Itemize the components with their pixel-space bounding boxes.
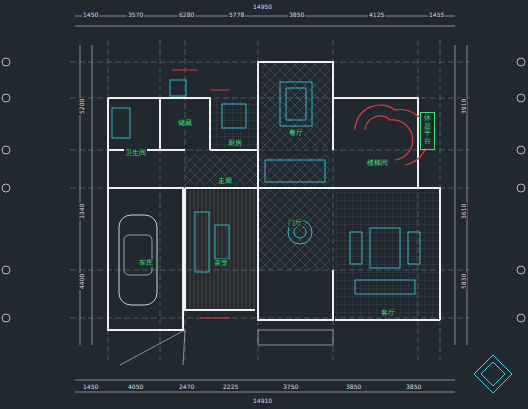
dimension-text: 3850 xyxy=(345,383,362,390)
room-label: 厨房 xyxy=(212,130,258,149)
dimension-text: 6280 xyxy=(178,11,195,18)
room-name: 客厅 xyxy=(380,309,396,317)
room-name: 卫生间 xyxy=(124,149,147,157)
room-label: 走廊 xyxy=(190,168,260,187)
room-label: 休息平台 xyxy=(420,112,435,150)
room-name: 储藏 xyxy=(177,119,193,127)
dimension-text: 3610 xyxy=(460,203,467,220)
room-name: 车库 xyxy=(138,259,154,267)
dimension-text: 3340 xyxy=(78,203,85,220)
room-name: 门厅 xyxy=(287,219,303,227)
room-label: 卫生间 xyxy=(110,140,160,159)
room-label: 客厅 xyxy=(338,300,438,319)
dimension-text: 3910 xyxy=(460,98,467,115)
dimension-text: 3850 xyxy=(405,383,422,390)
dimension-text: 2225 xyxy=(222,383,239,390)
dimension-text: 4050 xyxy=(127,383,144,390)
room-label: 车库 xyxy=(110,250,182,269)
dimension-text: 14910 xyxy=(252,397,273,404)
room-name: 餐厅 xyxy=(288,129,304,137)
dimension-text: 1455 xyxy=(428,11,445,18)
dimension-text: 4125 xyxy=(368,11,385,18)
room-label: 楼梯间 xyxy=(340,150,415,169)
dimension-text: 14950 xyxy=(252,3,273,10)
room-label: 餐厅 xyxy=(262,120,330,139)
room-name: 厨房 xyxy=(227,139,243,147)
dimension-text: 3750 xyxy=(282,383,299,390)
dimension-text: 3850 xyxy=(288,11,305,18)
dimension-text: 5830 xyxy=(460,273,467,290)
dimension-text: 2470 xyxy=(178,383,195,390)
room-label: 储藏 xyxy=(162,110,208,129)
dimension-text: 4400 xyxy=(78,273,85,290)
room-label: 茶室 xyxy=(188,250,254,269)
dimension-text: 1450 xyxy=(82,11,99,18)
room-name: 茶室 xyxy=(213,259,229,267)
room-label: 门厅 xyxy=(262,210,328,229)
room-name: 休息平台 xyxy=(424,115,431,146)
room-name: 楼梯间 xyxy=(366,159,389,167)
dimension-text: 3570 xyxy=(127,11,144,18)
dimension-text: 5778 xyxy=(228,11,245,18)
dimension-text: 1450 xyxy=(82,383,99,390)
dimension-text: 5200 xyxy=(78,98,85,115)
room-name: 走廊 xyxy=(217,177,233,185)
